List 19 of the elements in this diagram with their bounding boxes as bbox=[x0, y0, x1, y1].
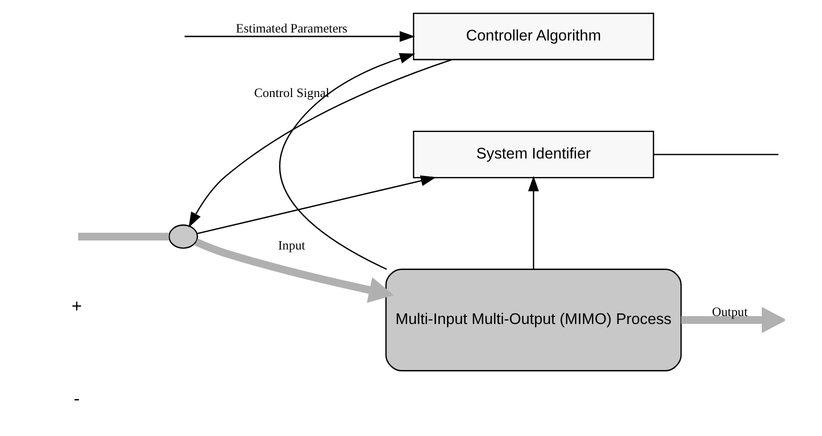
edge-label: Output bbox=[712, 305, 748, 320]
arrow bbox=[184, 31, 416, 42]
arrow bbox=[194, 238, 394, 303]
node-box: Controller Algorithm bbox=[412, 12, 654, 60]
label: + bbox=[72, 296, 82, 316]
arrow bbox=[681, 306, 785, 334]
edge-label: Input bbox=[278, 238, 306, 252]
node-box: Multi-Input Multi-Output (MIMO) Process bbox=[385, 268, 682, 372]
edge-label: Estimated Parameters bbox=[236, 22, 348, 36]
arrow bbox=[196, 175, 436, 234]
arrow bbox=[528, 176, 539, 270]
connector bbox=[78, 232, 169, 240]
label: - bbox=[74, 388, 80, 408]
arrow bbox=[188, 59, 452, 228]
node-box: System Identifier bbox=[412, 130, 654, 178]
connector bbox=[654, 154, 778, 156]
arrow bbox=[279, 53, 416, 270]
edge-label: Control Signal bbox=[254, 86, 330, 100]
node-circle bbox=[168, 224, 198, 249]
